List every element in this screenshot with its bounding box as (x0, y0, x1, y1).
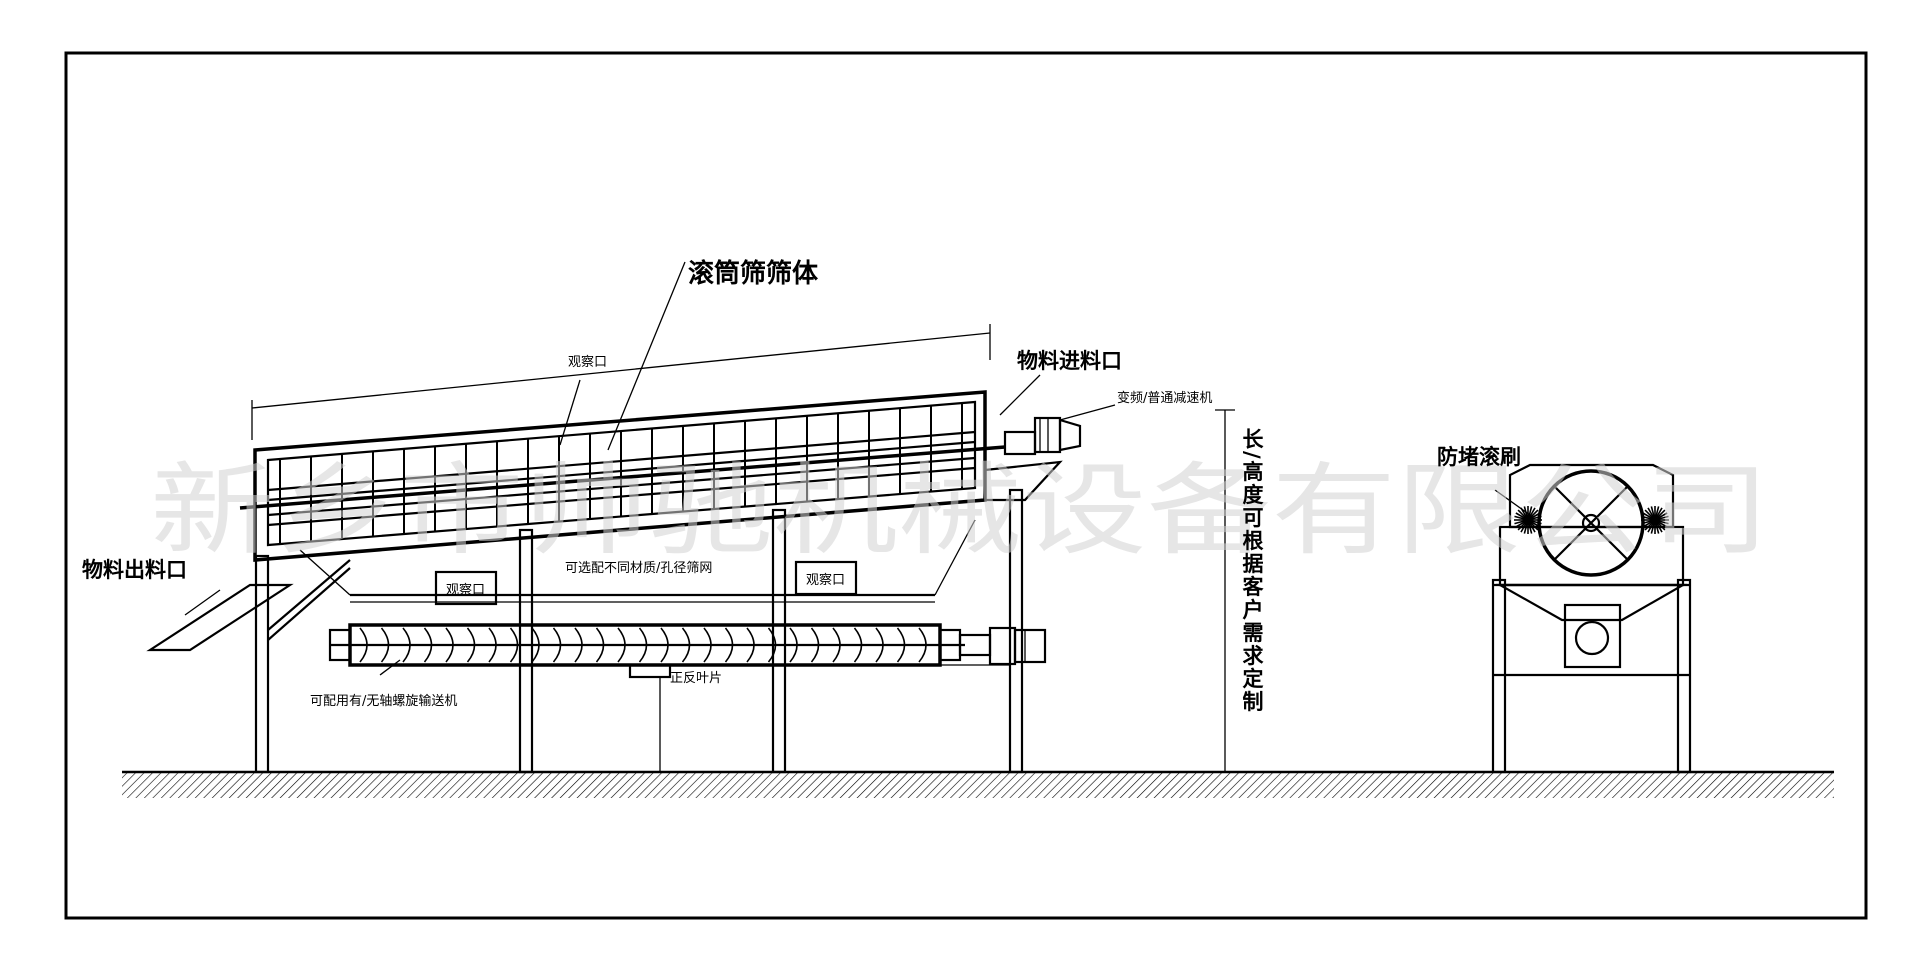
drum-body (239, 390, 1006, 562)
length-dimension (251, 324, 991, 440)
inlet-label: 物料进料口 (1017, 349, 1122, 373)
frame-border (64, 51, 1868, 920)
watermark: 新乡市帅驰机械设备有限公司 (150, 452, 1770, 569)
window-top-label: 观察口 (568, 355, 607, 370)
side-view (146, 261, 1235, 774)
window-right-label: 观察口 (806, 573, 845, 588)
dimension-label: 长/高度可根据客户需求定制 (1240, 428, 1264, 714)
window-left-label: 观察口 (446, 583, 485, 598)
conveyor-label: 可配用有/无轴螺旋输送机 (310, 693, 457, 709)
feed-end-support (983, 460, 1063, 502)
mesh-label: 可选配不同材质/孔径筛网 (565, 561, 712, 576)
brush-label: 防堵滚刷 (1437, 445, 1521, 469)
blades-label: 正反叶片 (670, 671, 722, 686)
height-dimension (659, 409, 1235, 773)
observation-window-left (434, 570, 498, 606)
title-label: 滚筒筛筛体 (688, 258, 819, 289)
ground (122, 770, 1834, 798)
observation-window-right (794, 560, 858, 596)
leader-lines (184, 261, 1116, 676)
end-view (1491, 463, 1692, 774)
reducer-label: 变频/普通减速机 (1117, 390, 1212, 406)
screw-conveyor (328, 623, 1047, 680)
outlet-label: 物料出料口 (82, 558, 187, 582)
reducer-motor (1003, 416, 1082, 456)
discharge-chute (146, 583, 294, 652)
anti-clog-brush-right (1641, 506, 1669, 534)
